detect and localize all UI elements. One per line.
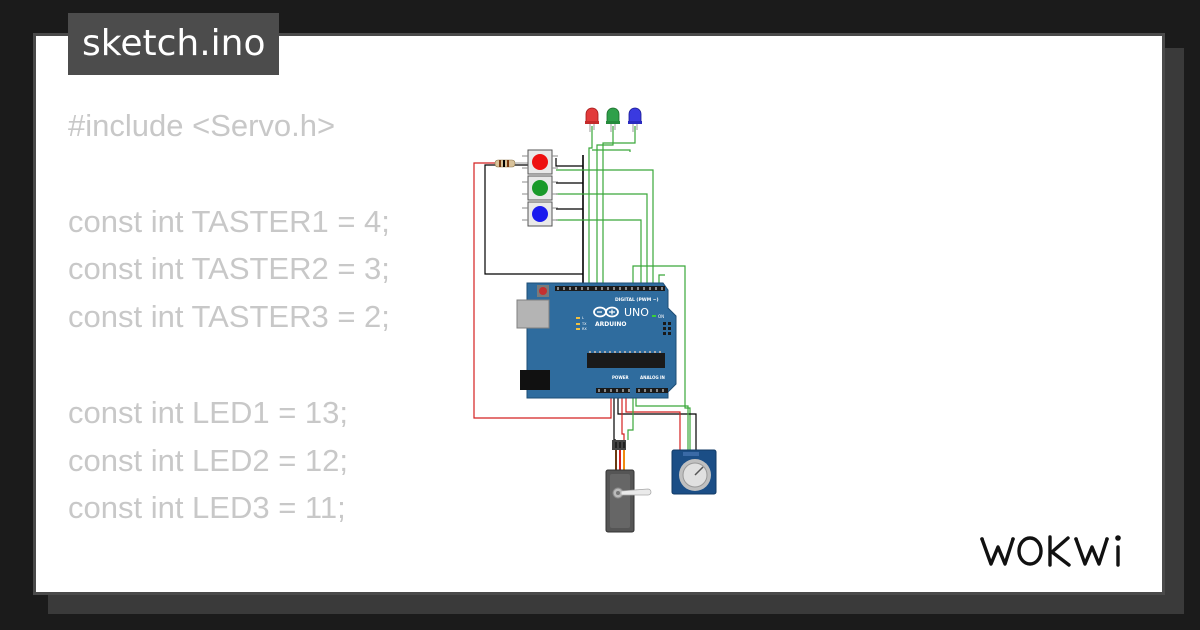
wire — [555, 158, 583, 167]
rx-led-label: RX — [582, 327, 587, 331]
power-header — [596, 388, 630, 393]
pushbutton-red[interactable] — [522, 149, 558, 175]
analog-header-label: ANALOG IN — [640, 375, 665, 380]
digital-header-label: DIGITAL (PWM ~) — [615, 297, 659, 303]
pushbutton-blue[interactable] — [522, 201, 558, 227]
resistor — [494, 159, 528, 168]
wire — [625, 392, 681, 450]
arduino-logo-icon — [593, 306, 619, 318]
l-led-label: L — [582, 316, 584, 320]
wire — [588, 126, 593, 285]
code-line: const int TASTER3 = 2; — [68, 299, 390, 335]
board-model-label: UNO — [624, 306, 649, 319]
wire — [632, 265, 691, 450]
tx-led-label: TX — [581, 322, 587, 326]
digital-header — [555, 286, 665, 291]
wire — [658, 274, 665, 285]
servo-motor — [605, 440, 652, 533]
wire — [473, 162, 612, 419]
code-line: const int servoPin = 6; — [68, 580, 390, 592]
wire — [613, 392, 616, 441]
pushbutton-green[interactable] — [522, 175, 558, 201]
wire — [602, 126, 636, 285]
wire — [556, 193, 648, 285]
wokwi-logo — [980, 535, 1121, 567]
wire — [556, 169, 654, 285]
code-line: const int TASTER2 = 3; — [68, 251, 390, 287]
wire — [635, 392, 689, 450]
preview-card: #include <Servo.h> const int TASTER1 = 4;… — [33, 33, 1165, 595]
wire — [596, 126, 614, 285]
code-line: const int TASTER1 = 4; — [68, 203, 390, 239]
wire — [621, 392, 625, 440]
power-header-label: POWER — [612, 375, 629, 380]
on-led-label: ON — [658, 314, 664, 319]
wire — [617, 392, 697, 450]
usb-port — [516, 299, 550, 329]
file-tab[interactable]: sketch.ino — [68, 13, 280, 75]
atmega-chip — [587, 353, 665, 368]
board-brand-label: ARDUINO — [595, 321, 626, 328]
led-blue — [628, 107, 642, 132]
wire — [556, 219, 642, 285]
led-green — [606, 107, 620, 132]
led-red — [585, 107, 599, 132]
wire — [627, 392, 634, 440]
code-line: const int LED1 = 13; — [68, 394, 349, 430]
code-preview: #include <Servo.h> const int TASTER1 = 4;… — [68, 102, 390, 592]
servo-horn — [620, 488, 652, 496]
potentiometer[interactable] — [671, 449, 717, 495]
circuit-diagram: DIGITAL (PWM ~) UNO ARDUINO L TX RX — [473, 107, 717, 533]
wire — [592, 149, 631, 152]
code-line: const int LED2 = 12; — [68, 442, 349, 478]
code-line: const int LED3 = 11; — [68, 490, 346, 526]
code-line: #include <Servo.h> — [68, 108, 336, 143]
power-jack — [520, 370, 550, 390]
arduino-uno-board: DIGITAL (PWM ~) UNO ARDUINO L TX RX — [516, 282, 677, 399]
